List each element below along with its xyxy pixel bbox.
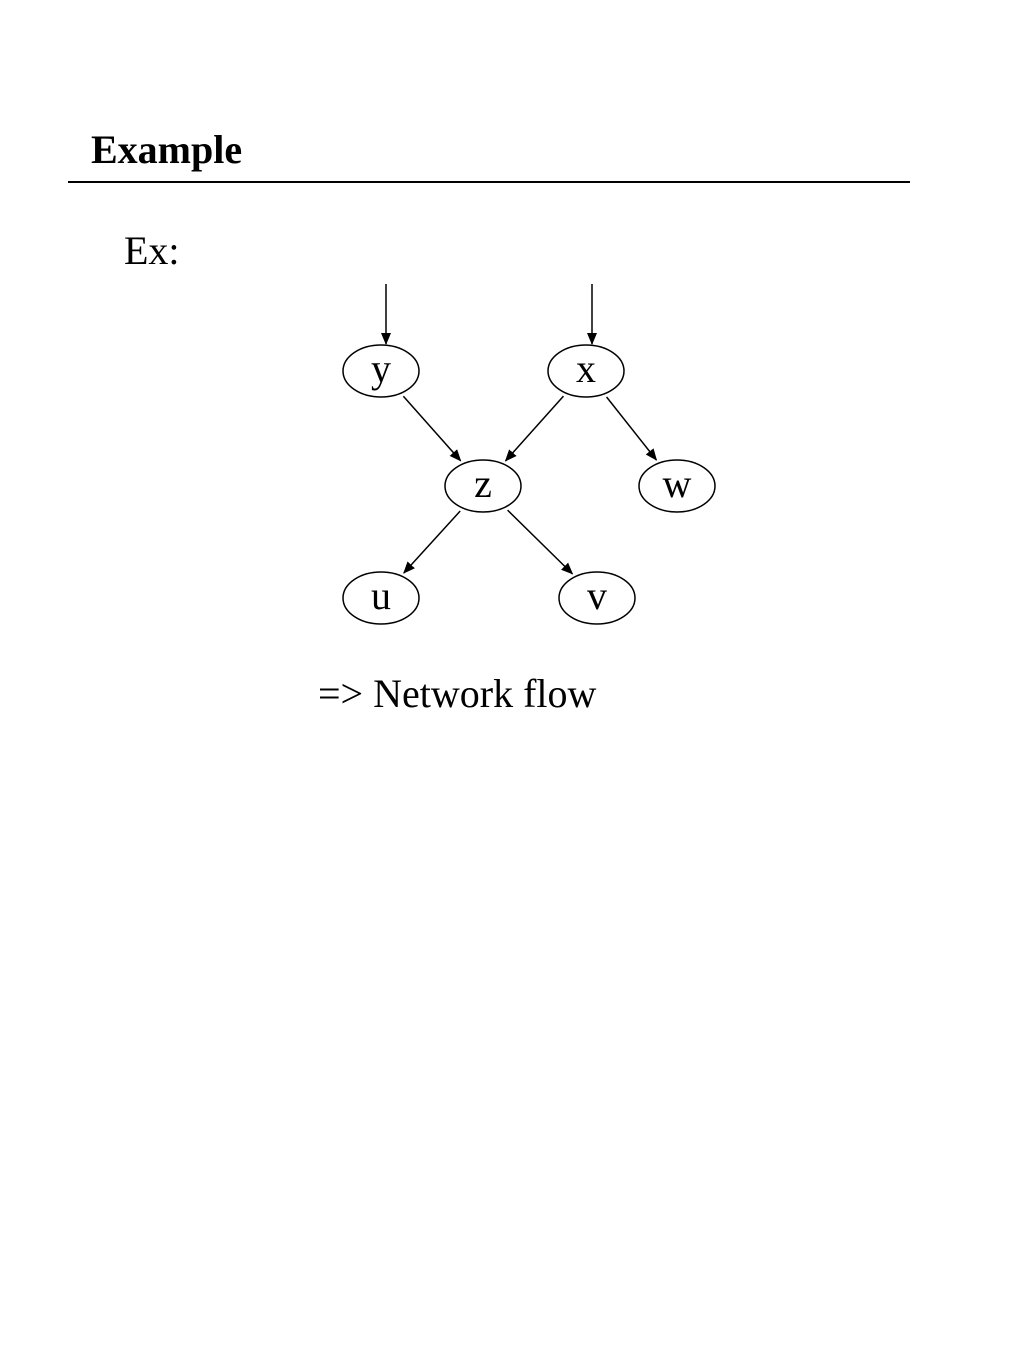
node-y-ellipse [342, 344, 420, 398]
node-y: y [342, 344, 420, 398]
node-u-ellipse [342, 571, 420, 625]
edge-z-to-u [403, 510, 461, 574]
node-x: x [547, 344, 625, 398]
node-y-label: y [371, 346, 391, 391]
graph-nodes: y x z w u v [342, 344, 716, 625]
example-label: Ex: [124, 228, 180, 273]
node-z: z [444, 459, 522, 513]
node-v: v [558, 571, 636, 625]
edge-x-to-z [504, 395, 565, 462]
conclusion-text: => Network flow [318, 671, 597, 716]
node-w-label: w [663, 461, 692, 506]
node-u-label: u [371, 573, 391, 618]
graph-edges [381, 284, 658, 575]
node-v-ellipse [558, 571, 636, 625]
node-x-label: x [576, 346, 596, 391]
node-v-label: v [587, 573, 607, 618]
node-z-label: z [474, 461, 492, 506]
node-w-ellipse [638, 459, 716, 513]
node-w: w [638, 459, 716, 513]
node-u: u [342, 571, 420, 625]
edge-x-to-w [605, 396, 658, 461]
edge-z-to-v [507, 509, 574, 575]
title-divider [68, 181, 910, 183]
node-x-ellipse [547, 344, 625, 398]
node-z-ellipse [444, 459, 522, 513]
edge-y-to-z [402, 395, 462, 462]
slide-title: Example [91, 127, 243, 172]
